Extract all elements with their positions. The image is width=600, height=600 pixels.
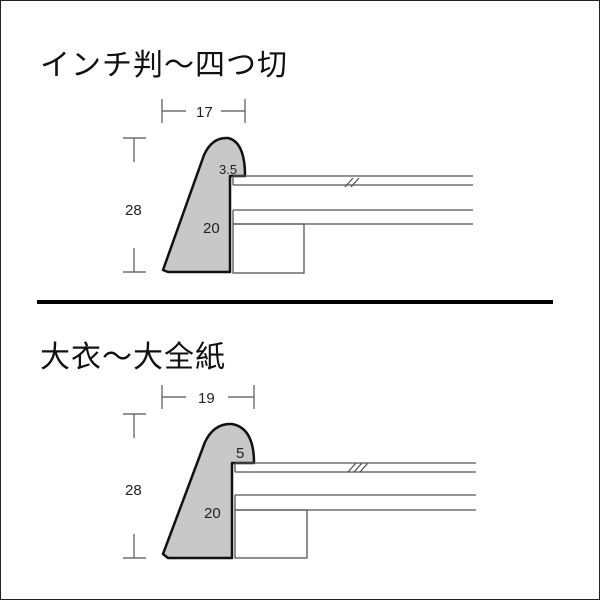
section-title-small-sizes: インチ判～四つ切: [40, 48, 288, 83]
width-label: 19: [198, 390, 215, 407]
lip-label: 5: [236, 445, 244, 462]
height-dimension: [123, 137, 146, 273]
lip-label: 3.5: [219, 162, 237, 177]
width-dimension: [161, 99, 246, 123]
width-label: 17: [196, 104, 213, 121]
height-label: 28: [125, 482, 142, 499]
frame-profile-diagram-large: 19 28 5 20: [123, 385, 476, 560]
section-divider: [37, 300, 553, 304]
rebate-label: 20: [204, 505, 221, 522]
backing-block: [232, 223, 305, 274]
backing-board: [232, 209, 473, 225]
height-label: 28: [125, 202, 142, 219]
width-dimension: [161, 385, 255, 409]
glass-panel: [232, 175, 473, 188]
rebate-label: 20: [203, 220, 220, 237]
height-dimension: [123, 413, 146, 559]
backing-board: [234, 494, 476, 511]
frame-profile-diagram-small: 17 28 3.5 20: [123, 99, 473, 274]
glass-panel: [234, 462, 476, 473]
backing-block: [234, 509, 308, 559]
section-title-large-sizes: 大衣～大全紙: [40, 340, 226, 375]
